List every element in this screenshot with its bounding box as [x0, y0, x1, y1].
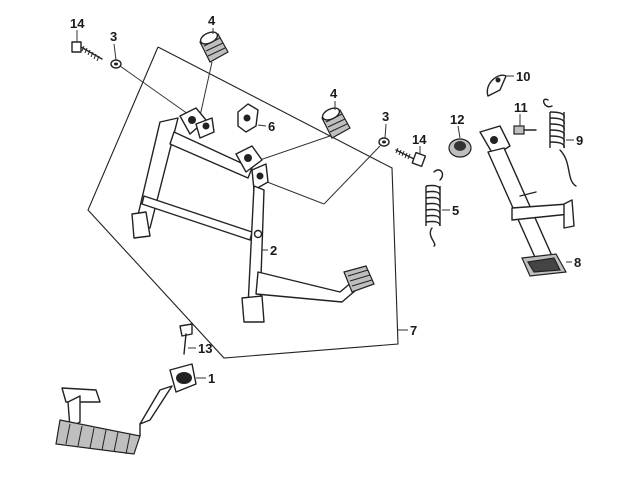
callout-2: 2 [270, 243, 277, 258]
bracket-10[interactable] [486, 74, 507, 97]
callout-4-top: 4 [208, 13, 216, 28]
callout-3-right: 3 [382, 109, 389, 124]
bolt-14-left[interactable] [71, 41, 103, 62]
callout-4-middle: 4 [330, 86, 338, 101]
assembly-7-boundary [87, 46, 399, 359]
leader-3-left-to-stand [119, 65, 189, 115]
callout-1: 1 [208, 371, 215, 386]
callout-7: 7 [410, 323, 417, 338]
rubber-stopper-4-top[interactable] [199, 30, 229, 63]
spring-5[interactable] [425, 169, 444, 247]
bolt-13[interactable] [179, 323, 193, 355]
callout-14-right: 14 [412, 132, 427, 147]
leader-6 [257, 124, 267, 127]
callout-3-left: 3 [110, 29, 117, 44]
callout-5: 5 [452, 203, 459, 218]
leader-3-right-to-stand-b [261, 179, 325, 205]
washer-3-right[interactable] [378, 137, 390, 147]
callout-13: 13 [198, 341, 212, 356]
callout-14-left: 14 [70, 16, 85, 31]
callout-12: 12 [450, 112, 464, 127]
spring-9[interactable] [542, 98, 577, 187]
kick-lever-1[interactable] [55, 363, 197, 455]
side-stand-8[interactable] [479, 125, 575, 277]
callout-11: 11 [514, 100, 528, 115]
leader-12 [457, 125, 461, 139]
clip-6[interactable] [237, 103, 259, 133]
callout-9: 9 [576, 133, 583, 148]
bolt-11[interactable] [513, 125, 537, 135]
bolt-14-right[interactable] [395, 147, 427, 168]
callout-6: 6 [268, 119, 275, 134]
leader-3-right [384, 123, 387, 139]
leader-3-left [113, 43, 117, 61]
callout-8: 8 [574, 255, 581, 270]
rubber-stopper-4-middle[interactable] [321, 106, 351, 139]
callout-10: 10 [516, 69, 530, 84]
leader-4-middle-to-stand [253, 135, 331, 163]
main-stand-2[interactable] [131, 107, 375, 323]
nut-12[interactable] [448, 138, 472, 158]
leader-3-right-to-stand [323, 145, 381, 205]
washer-3-left[interactable] [110, 59, 122, 69]
